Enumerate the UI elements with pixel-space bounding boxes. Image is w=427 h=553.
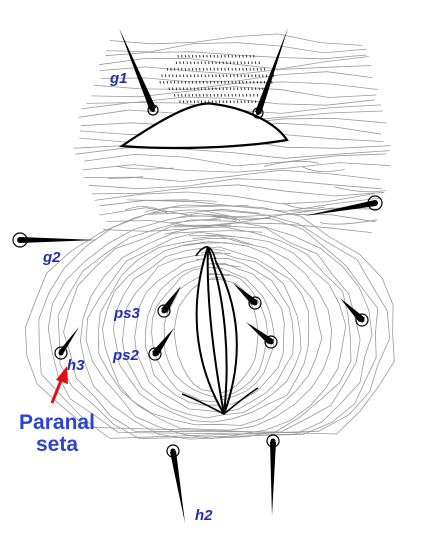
seta-ps3-left [157, 286, 181, 318]
callout-line-1: Paranal [19, 411, 95, 434]
seta-h3-paranal [54, 327, 79, 360]
seta-h2-right [266, 434, 280, 516]
label-ps2: ps2 [113, 347, 139, 364]
callout-line-2: seta [35, 433, 79, 457]
label-g1: g1 [110, 70, 128, 87]
label-ps3: ps3 [114, 305, 140, 322]
label-h3: h3 [67, 357, 85, 374]
anal-shield-dots [159, 54, 275, 104]
paranal-seta-callout: Paranal seta [14, 411, 100, 457]
seta-ps3-right [233, 283, 262, 310]
label-h2: h2 [195, 507, 213, 524]
seta-ps2-right [246, 322, 278, 349]
seta-ps2-left [148, 328, 174, 361]
seta-g2-right [304, 195, 383, 216]
seta-lateral-right [340, 298, 369, 327]
seta-g1-right [252, 28, 288, 119]
anal-lower-lips [181, 387, 259, 415]
label-g2: g2 [43, 249, 61, 266]
callout-arrow [50, 366, 68, 404]
anal-opening-lip [195, 246, 217, 263]
seta-g1-left [119, 28, 159, 116]
seta-h2-left [166, 444, 185, 523]
genital-plate [118, 102, 289, 150]
seta-g2-left [12, 232, 97, 248]
